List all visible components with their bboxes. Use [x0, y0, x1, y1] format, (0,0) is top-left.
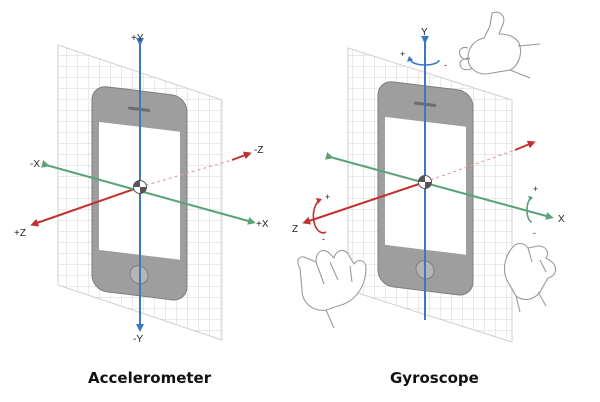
accel-label-z-pos: +Z — [14, 228, 26, 239]
accel-z-axis-back — [231, 151, 252, 161]
left-hand-icon — [297, 249, 367, 329]
accel-label-z-neg: -Z — [254, 145, 263, 156]
gyro-label-y: Y — [421, 27, 428, 38]
gyro-label-z: Z — [292, 224, 298, 235]
right-hand-icon — [503, 242, 557, 313]
accel-x-axis — [41, 160, 256, 225]
gyro-z-axis — [302, 181, 426, 225]
gyro-y-rotation-icon — [407, 56, 440, 66]
gyro-origin-icon — [418, 175, 432, 189]
gyro-x-rotation-icon — [526, 196, 533, 223]
accel-origin-icon — [133, 180, 147, 194]
gyro-y-minus: - — [444, 60, 447, 70]
accel-label-y-neg: -Y — [133, 334, 143, 345]
gyro-z-axis-back — [514, 140, 536, 151]
gyro-z-plus: + — [325, 192, 330, 202]
accel-label-x-pos: +X — [256, 219, 269, 230]
gyro-x-plus: + — [533, 184, 538, 194]
gyro-x-minus: - — [533, 228, 536, 238]
gyro-z-rotation-icon — [312, 198, 327, 234]
accel-label-y-pos: +Y — [131, 33, 144, 44]
accelerometer-panel: +Y -Y -X +X -Z +Z Accelerometer — [14, 33, 269, 387]
gyro-y-plus: + — [400, 49, 405, 59]
gyro-x-axis — [325, 152, 554, 220]
gyro-z-minus: - — [322, 234, 325, 244]
gyro-z-axis-dashed — [424, 149, 516, 183]
gyro-caption: Gyroscope — [390, 369, 479, 387]
accel-label-x-neg: -X — [30, 159, 40, 170]
accel-caption: Accelerometer — [88, 369, 212, 387]
gyro-label-x: X — [558, 214, 565, 225]
thumbs-up-hand-icon — [458, 11, 541, 79]
gyroscope-panel: Y X Z + - + - + - Gyroscope — [292, 11, 565, 387]
